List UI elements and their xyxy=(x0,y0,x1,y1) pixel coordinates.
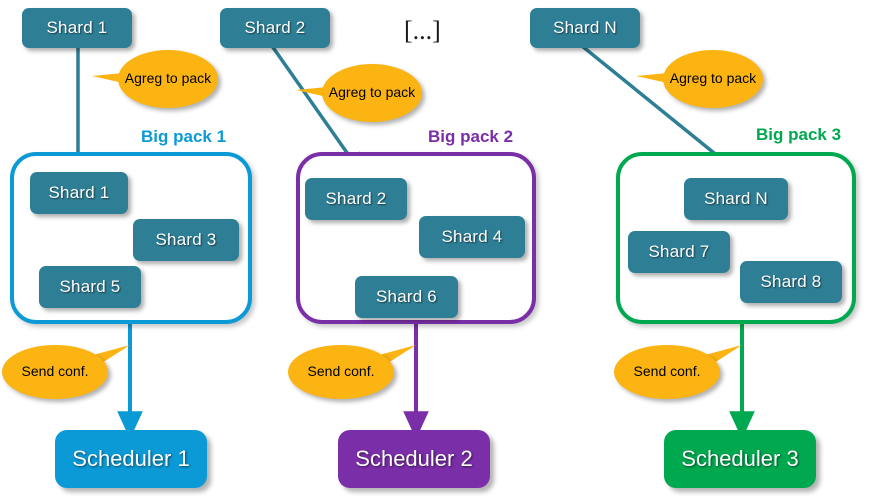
pack-1-shard-1-label: Shard 1 xyxy=(48,183,110,202)
top-shard-n-label: Shard N xyxy=(553,18,617,37)
pack-2-shard-2[interactable]: Shard 2 xyxy=(305,178,407,220)
pack-1-shard-3-label: Shard 3 xyxy=(155,230,217,249)
scheduler-3-label: Scheduler 3 xyxy=(681,446,799,471)
send-conf-callout-1-label: Send conf. xyxy=(21,363,89,380)
agreg-callout-3: Agreg to pack xyxy=(663,50,763,108)
pack-2-shard-4[interactable]: Shard 4 xyxy=(419,216,525,258)
pack-1-shard-1[interactable]: Shard 1 xyxy=(30,172,128,214)
agreg-callout-3-label: Agreg to pack xyxy=(669,70,757,87)
pack-2-title: Big pack 2 xyxy=(428,127,514,146)
pack-3-shard-n-label: Shard N xyxy=(704,189,768,208)
pack-3-shard-n[interactable]: Shard N xyxy=(684,178,788,220)
scheduler-1[interactable]: Scheduler 1 xyxy=(55,430,207,488)
top-shard-2-label: Shard 2 xyxy=(244,18,306,37)
pack-2-shard-6-label: Shard 6 xyxy=(376,287,437,306)
send-conf-callout-2-label: Send conf. xyxy=(307,363,375,380)
scheduler-2[interactable]: Scheduler 2 xyxy=(338,430,490,488)
top-shard-n[interactable]: Shard N xyxy=(530,8,640,48)
top-shard-1[interactable]: Shard 1 xyxy=(22,8,132,48)
pack-1-title: Big pack 1 xyxy=(141,127,227,146)
scheduler-3[interactable]: Scheduler 3 xyxy=(664,430,816,488)
pack-1-shard-3[interactable]: Shard 3 xyxy=(133,219,239,261)
pack-3-title: Big pack 3 xyxy=(756,125,842,144)
scheduler-1-label: Scheduler 1 xyxy=(72,446,190,471)
pack-3-shard-7-label: Shard 7 xyxy=(648,242,710,261)
send-conf-callout-1: Send conf. xyxy=(2,345,108,399)
scheduler-2-label: Scheduler 2 xyxy=(355,446,473,471)
pack-3-shard-7[interactable]: Shard 7 xyxy=(628,231,730,273)
pack-1-shard-5[interactable]: Shard 5 xyxy=(39,266,141,308)
ellipsis-marker: [...] xyxy=(404,16,441,45)
agreg-callout-1-label: Agreg to pack xyxy=(124,70,212,87)
send-conf-callout-3: Send conf. xyxy=(614,345,720,399)
agreg-callout-1: Agreg to pack xyxy=(118,50,218,108)
top-shard-2[interactable]: Shard 2 xyxy=(220,8,330,48)
agreg-callout-2-label: Agreg to pack xyxy=(328,84,416,101)
pack-2-shard-4-label: Shard 4 xyxy=(441,227,503,246)
pack-2-shard-2-label: Shard 2 xyxy=(325,189,387,208)
top-shard-1-label: Shard 1 xyxy=(46,18,108,37)
pack-2-shard-6[interactable]: Shard 6 xyxy=(355,276,458,318)
send-conf-callout-2: Send conf. xyxy=(288,345,394,399)
pack-3-shard-8[interactable]: Shard 8 xyxy=(740,261,842,303)
pack-3-shard-8-label: Shard 8 xyxy=(760,272,822,291)
pack-1-shard-5-label: Shard 5 xyxy=(59,277,121,296)
agreg-callout-2: Agreg to pack xyxy=(322,64,422,122)
send-conf-callout-3-label: Send conf. xyxy=(633,363,701,380)
